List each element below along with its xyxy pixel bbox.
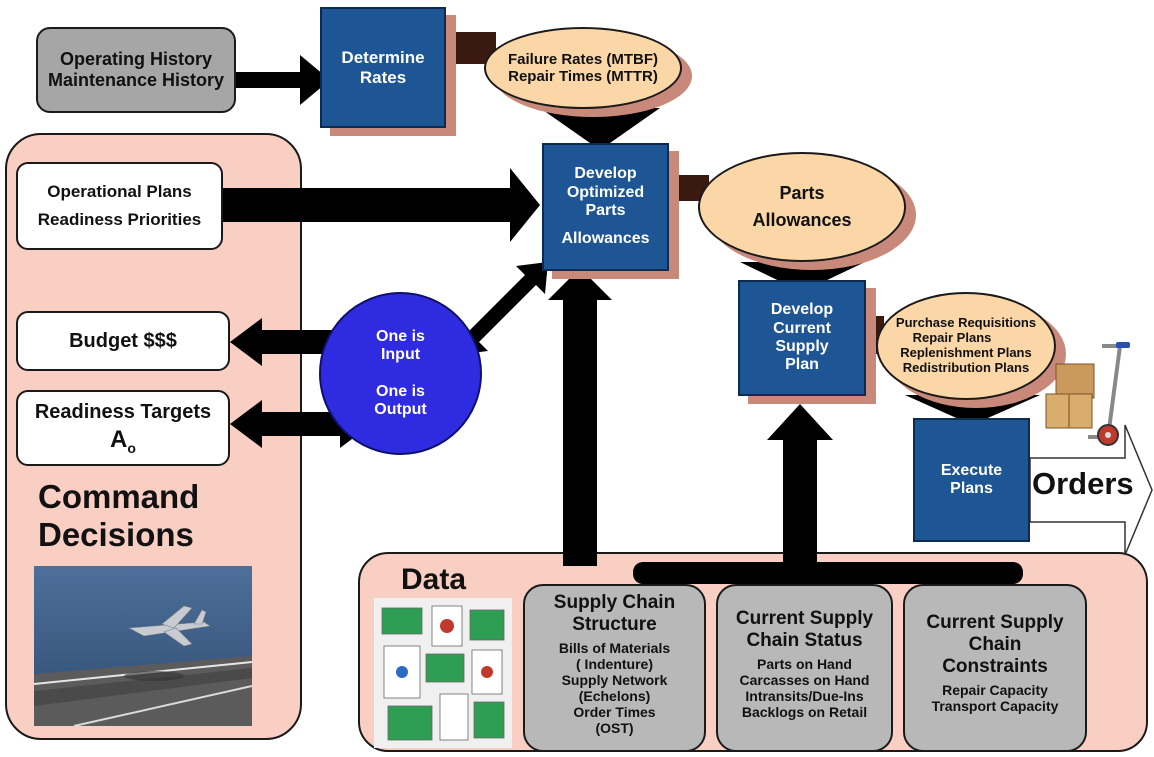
structure-title-1: Supply Chain [553,592,676,613]
structure-item-5: Order Times [573,704,656,721]
plans-oval-line-1: Purchase Requisitions [895,315,1037,331]
optimized-line-3: Parts [585,202,626,219]
command-line-2: Decisions [38,515,194,553]
plans-oval-line-3: Replenishment Plans [900,345,1032,360]
operational-plans-box: Operational Plans Readiness Priorities [16,162,223,250]
ao-sub: o [127,439,136,456]
command-line-1: Command [38,478,200,515]
determine-rates-box: Determine Rates [320,7,446,128]
plans-oval: Purchase Requisitions Repair Plans Reple… [876,292,1056,400]
history-box: Operating History Maintenance History [36,27,236,113]
carrier-photo [34,566,252,726]
optimized-line-1: Develop [574,165,637,183]
constraints-title-1: Current Supply [926,612,1064,633]
arrow-data-to-supply [767,404,833,566]
readiness-targets-box: Readiness Targets Ao [16,390,230,466]
constraints-item-1: Repair Capacity [942,681,1048,698]
status-item-3: Intransits/Due-Ins [745,687,864,704]
parts-allowances-line-1: Parts [779,183,825,204]
supply-chain-constraints-box: Current Supply Chain Constraints Repair … [903,584,1087,752]
history-line-1: Operating History [59,49,213,70]
structure-item-4: (Echelons) [578,687,651,704]
structure-item-2: ( Indenture) [576,655,653,672]
execute-plans-box: Execute Plans [913,418,1030,542]
status-title-1: Current Supply [735,608,874,629]
constraints-title-3: Constraints [942,655,1048,677]
hand-truck-icon [1045,342,1130,446]
determine-rates-line-2: Rates [359,67,407,87]
arrow-plans-to-execute [905,395,1040,425]
circle-input-line-2: Input [380,346,421,364]
circle-input-line-1: One is [376,327,425,345]
parts-allowances-oval: Parts Allowances [698,152,906,262]
structure-item-6: (OST) [595,720,634,737]
execute-line-1: Execute [940,461,1003,479]
execute-line-2: Plans [950,480,993,497]
arrow-data-to-optimized [548,268,612,566]
constraints-title-2: Chain [968,633,1022,655]
budget-label: Budget $$$ [69,329,177,352]
operational-line-1: Operational Plans [47,182,192,202]
status-item-1: Parts on Hand [757,655,852,672]
rates-oval: Failure Rates (MTBF) Repair Times (MTTR) [484,27,682,109]
structure-item-3: Supply Network [561,671,668,688]
data-bus [633,562,1023,584]
circle-output-line-1: One is [376,382,425,400]
operational-line-2: Readiness Priorities [37,210,202,229]
readiness-targets-label: Readiness Targets [34,400,212,423]
arrow-parts-to-supply [740,262,865,292]
supply-plan-line-2: Current [773,319,831,337]
supply-plan-line-3: Supply [775,338,829,355]
optimized-line-4: Allowances [561,230,650,248]
ao-label: Ao [110,426,136,456]
arrow-history-to-rates [233,55,330,105]
determine-rates-line-1: Determine [341,47,425,67]
structure-title-2: Structure [572,613,657,635]
data-label: Data [401,563,467,596]
arrow-circle-optimized [455,262,548,355]
optimized-line-2: Optimized [566,183,645,201]
orders-arrow [1029,424,1153,556]
parts-allowances-line-2: Allowances [752,210,852,230]
status-item-2: Carcasses on Hand [739,671,870,688]
supply-plan-line-1: Develop [770,301,834,319]
command-decisions-title: Command Decisions [38,478,199,554]
aircraft-model-picture [374,598,512,748]
structure-item-1: Bills of Materials [558,639,671,656]
arrow-oval-to-optimized [540,108,660,150]
status-title-2: Chain Status [746,629,863,651]
optimized-parts-box: Develop Optimized Parts Allowances [542,143,669,271]
supply-chain-status-box: Current Supply Chain Status Parts on Han… [716,584,893,752]
constraints-item-2: Transport Capacity [931,697,1059,714]
supply-plan-box: Develop Current Supply Plan [738,280,866,396]
supply-chain-structure-box: Supply Chain Structure Bills of Material… [523,584,706,752]
rates-oval-line-2: Repair Times (MTTR) [508,68,658,85]
rates-oval-line-1: Failure Rates (MTBF) [507,50,658,68]
circle-output-line-2: Output [374,400,427,418]
orders-label: Orders [1032,466,1134,501]
history-line-2: Maintenance History [47,70,225,90]
plans-oval-line-2: Repair Plans [912,330,992,346]
plans-oval-line-4: Redistribution Plans [902,359,1030,375]
arrow-operational-to-optimized [223,168,540,242]
budget-box: Budget $$$ [16,311,230,371]
status-item-4: Backlogs on Retail [741,703,868,720]
input-output-circle: One is Input One is Output [319,292,482,455]
ao-main: A [110,425,128,453]
supply-plan-line-4: Plan [785,356,819,374]
